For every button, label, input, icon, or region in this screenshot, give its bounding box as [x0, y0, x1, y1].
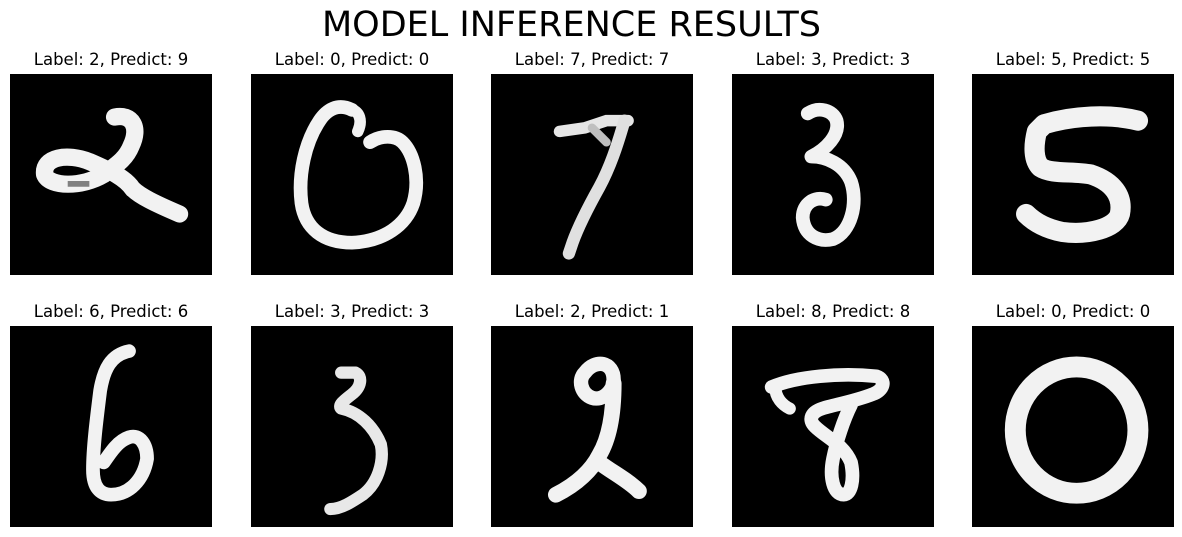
handwritten-digit-0-icon: [972, 326, 1174, 527]
panel-title: Label: 3, Predict: 3: [274, 302, 430, 321]
panel-title: Label: 5, Predict: 5: [995, 50, 1151, 69]
handwritten-digit-2-icon: [10, 74, 212, 275]
panel-title: Label: 7, Predict: 7: [514, 50, 670, 69]
panel-title: Label: 8, Predict: 8: [755, 302, 911, 321]
handwritten-digit-7-icon: [491, 74, 693, 275]
panel-title: Label: 6, Predict: 6: [33, 302, 189, 321]
panel-title: Label: 0, Predict: 0: [274, 50, 430, 69]
handwritten-digit-3-icon: [732, 74, 934, 275]
panel-title: Label: 3, Predict: 3: [755, 50, 911, 69]
handwritten-digit-5-icon: [972, 74, 1174, 275]
panel-title: Label: 2, Predict: 9: [33, 50, 189, 69]
handwritten-digit-6-icon: [10, 326, 212, 527]
handwritten-digit-0-icon: [251, 74, 453, 275]
figure-title: MODEL INFERENCE RESULTS: [321, 5, 822, 45]
handwritten-digit-3-icon: [251, 326, 453, 527]
handwritten-digit-2-icon: [491, 326, 693, 527]
panel-title: Label: 0, Predict: 0: [995, 302, 1151, 321]
panel-title: Label: 2, Predict: 1: [514, 302, 670, 321]
handwritten-digit-8-icon: [732, 326, 934, 527]
